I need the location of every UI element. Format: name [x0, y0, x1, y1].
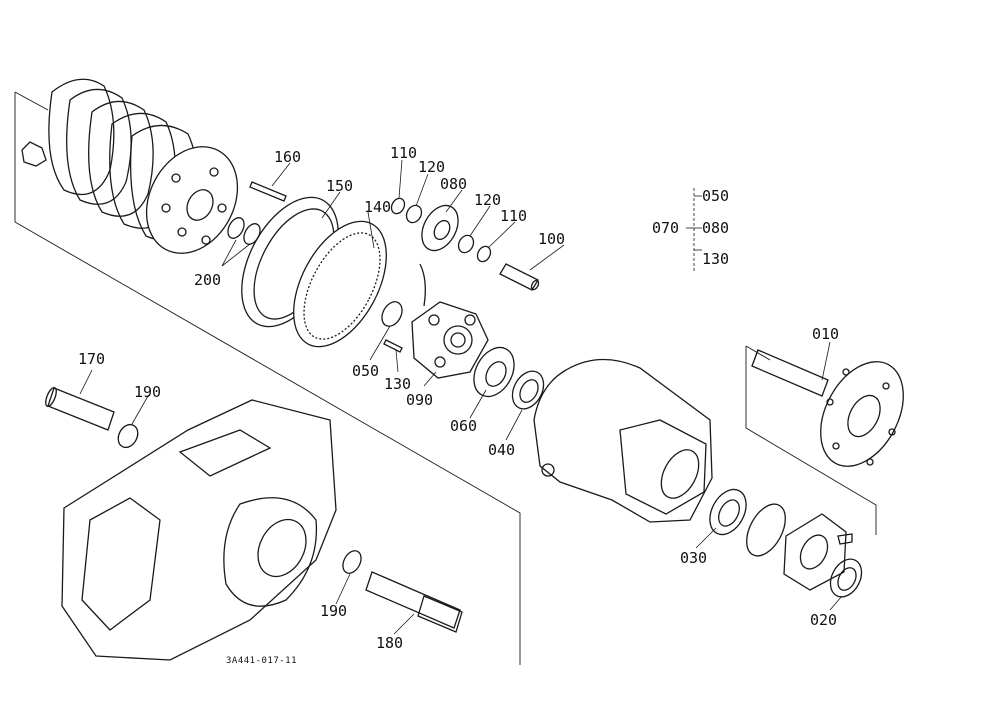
clutch-pack	[21, 78, 239, 254]
callout-120-right: 120	[474, 191, 501, 209]
callout-080: 080	[440, 175, 467, 193]
seal-040	[511, 370, 545, 410]
washer-110-left	[390, 197, 406, 215]
planet-carrier-090	[411, 263, 489, 379]
callout-020: 020	[810, 611, 837, 629]
callout-170: 170	[78, 350, 105, 368]
bearing-030	[709, 488, 747, 536]
callout-130: 130	[384, 375, 411, 393]
pin-160	[249, 181, 287, 202]
callout-030: 030	[680, 549, 707, 567]
callout-200: 200	[194, 271, 221, 289]
assembly-member-130: 130	[702, 250, 729, 268]
drawing-reference-number: 3A441-017-11	[226, 656, 297, 666]
callout-140: 140	[364, 198, 391, 216]
bearing-120-left	[405, 204, 423, 224]
washer-110-right	[476, 245, 492, 263]
assembly-member-050: 050	[702, 187, 729, 205]
callout-150: 150	[326, 177, 353, 195]
snap-ring-190-lower	[342, 550, 362, 574]
callout-120-left: 120	[418, 158, 445, 176]
callout-190-upper: 190	[134, 383, 161, 401]
seal-020	[829, 558, 863, 598]
bearing-120-right	[457, 234, 475, 254]
final-drive-housing	[533, 358, 713, 523]
callout-190-lower: 190	[320, 602, 347, 620]
group-outline-right	[745, 345, 877, 535]
callout-040: 040	[488, 441, 515, 459]
callout-100: 100	[538, 230, 565, 248]
shaft-180	[365, 571, 463, 633]
callout-labels: 160 150 140 110 120 080 120 110 100 200 …	[78, 144, 839, 666]
axle-shaft-010	[751, 349, 904, 467]
snap-ring-050	[381, 301, 403, 327]
o-ring-large	[746, 503, 786, 557]
snap-ring-190-upper	[117, 423, 139, 449]
group-outline-top	[14, 91, 521, 665]
shaft-170	[45, 386, 115, 431]
pin-130	[383, 339, 403, 353]
callout-090: 090	[406, 391, 433, 409]
o-ring-200-set	[227, 217, 261, 245]
ring-gear-140	[293, 220, 387, 348]
planet-shaft-100	[499, 263, 540, 291]
callout-060: 060	[450, 417, 477, 435]
callout-110-right: 110	[500, 207, 527, 225]
callout-110-left: 110	[390, 144, 417, 162]
callout-160: 160	[274, 148, 301, 166]
assembly-member-080: 080	[702, 219, 729, 237]
bearing-060	[473, 346, 515, 398]
callout-050: 050	[352, 362, 379, 380]
planet-gear-080	[421, 204, 459, 252]
assembly-parent-label: 070	[652, 219, 679, 237]
callout-010: 010	[812, 325, 839, 343]
transmission-case	[61, 399, 337, 661]
assembly-bracket-070	[686, 188, 702, 272]
bearing-cover	[783, 513, 853, 591]
leader-lines	[79, 159, 843, 635]
callout-180: 180	[376, 634, 403, 652]
